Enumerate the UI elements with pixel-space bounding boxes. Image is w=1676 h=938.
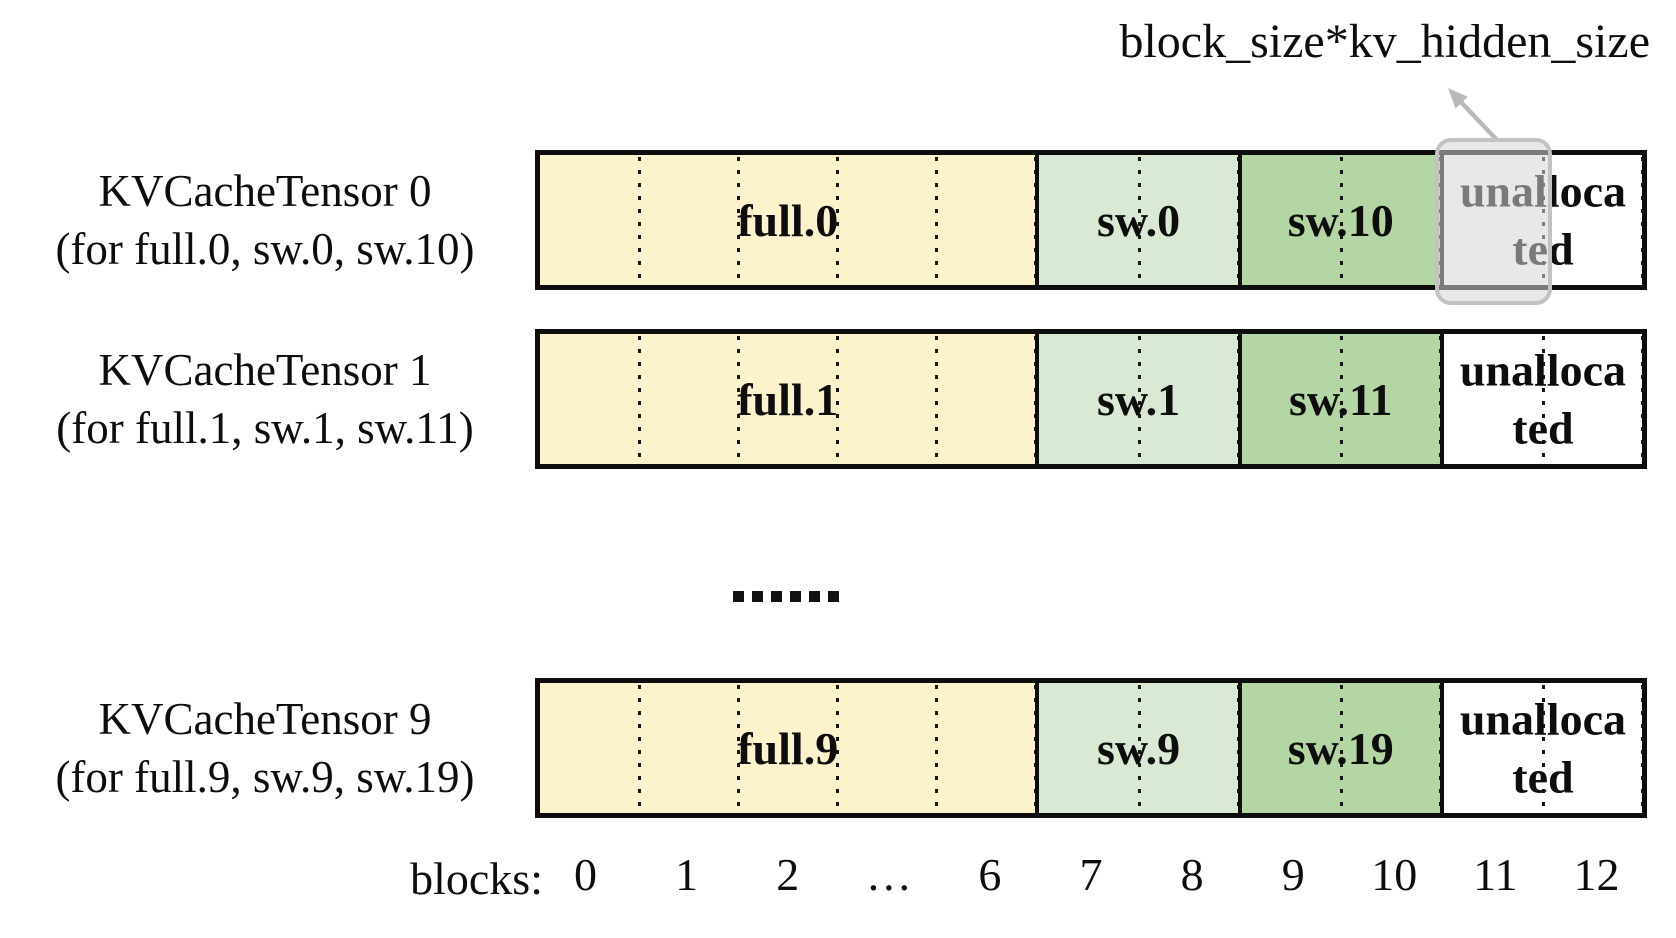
annotation-arrow-icon	[1448, 88, 1499, 142]
segment-sw: sw.1	[1035, 334, 1240, 464]
axis-tick: 0	[574, 849, 598, 900]
axis-tick: 10	[1371, 849, 1418, 900]
axis-tick: 8	[1180, 849, 1204, 900]
axis-tick: 9	[1281, 849, 1305, 900]
tensor-0-label: KVCacheTensor 0 (for full.0, sw.0, sw.10…	[15, 150, 515, 290]
segment-full: full.9	[540, 683, 1038, 813]
tensor-row-0: KVCacheTensor 0 (for full.0, sw.0, sw.10…	[0, 150, 1676, 290]
axis-tick: 12	[1573, 849, 1620, 900]
highlighted-block-box	[1435, 138, 1552, 305]
tensor-1-label: KVCacheTensor 1 (for full.1, sw.1, sw.11…	[15, 329, 515, 469]
segment-sw2: sw.10	[1237, 155, 1442, 285]
blocks-axis-label: blocks:	[410, 853, 543, 904]
axis-tick: 1	[675, 849, 699, 900]
blocks-axis-ticks: 0 1 2 … 6 7 8 9 10 11 12	[535, 852, 1647, 898]
axis-tick: …	[865, 849, 912, 900]
ellipsis-separator	[733, 591, 839, 603]
segment-sw: sw.0	[1035, 155, 1240, 285]
segment-sw2: sw.11	[1237, 334, 1442, 464]
tensor-row-9: KVCacheTensor 9 (for full.9, sw.9, sw.19…	[0, 678, 1676, 818]
tensor-row-1: KVCacheTensor 1 (for full.1, sw.1, sw.11…	[0, 329, 1676, 469]
segment-full: full.1	[540, 334, 1038, 464]
tensor-0-name: KVCacheTensor 0	[98, 165, 432, 216]
tensor-1-subtitle: (for full.1, sw.1, sw.11)	[56, 403, 474, 453]
tensor-1-name: KVCacheTensor 1	[98, 344, 432, 395]
tensor-9-name: KVCacheTensor 9	[98, 693, 432, 744]
axis-tick: 2	[776, 849, 800, 900]
segment-sw2: sw.19	[1237, 683, 1442, 813]
axis-tick: 11	[1473, 849, 1518, 900]
tensor-9-label: KVCacheTensor 9 (for full.9, sw.9, sw.19…	[15, 678, 515, 818]
tensor-1-bar: full.1 sw.1 sw.11 unallocated	[535, 329, 1647, 469]
segment-full: full.0	[540, 155, 1038, 285]
tensor-9-subtitle: (for full.9, sw.9, sw.19)	[55, 752, 475, 802]
tensor-0-subtitle: (for full.0, sw.0, sw.10)	[55, 224, 475, 274]
segment-sw: sw.9	[1035, 683, 1240, 813]
block-size-annotation: block_size*kv_hidden_size	[1119, 15, 1650, 68]
tensor-9-bar: full.9 sw.9 sw.19 unallocated	[535, 678, 1647, 818]
segment-unallocated: unallocated	[1439, 334, 1645, 464]
axis-tick: 7	[1079, 849, 1103, 900]
axis-tick: 6	[978, 849, 1002, 900]
segment-unallocated: unallocated	[1439, 683, 1645, 813]
